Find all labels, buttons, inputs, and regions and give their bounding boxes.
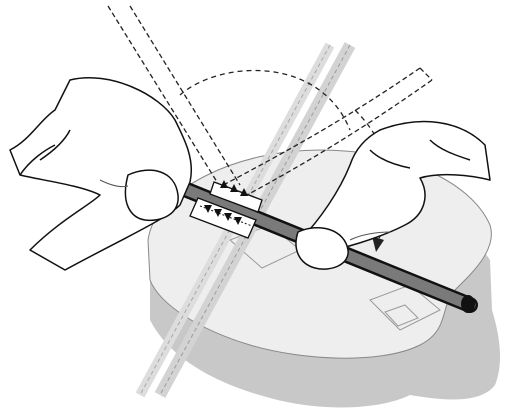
cable-wrap-illustration [0, 0, 506, 418]
illustration-canvas [0, 0, 506, 418]
